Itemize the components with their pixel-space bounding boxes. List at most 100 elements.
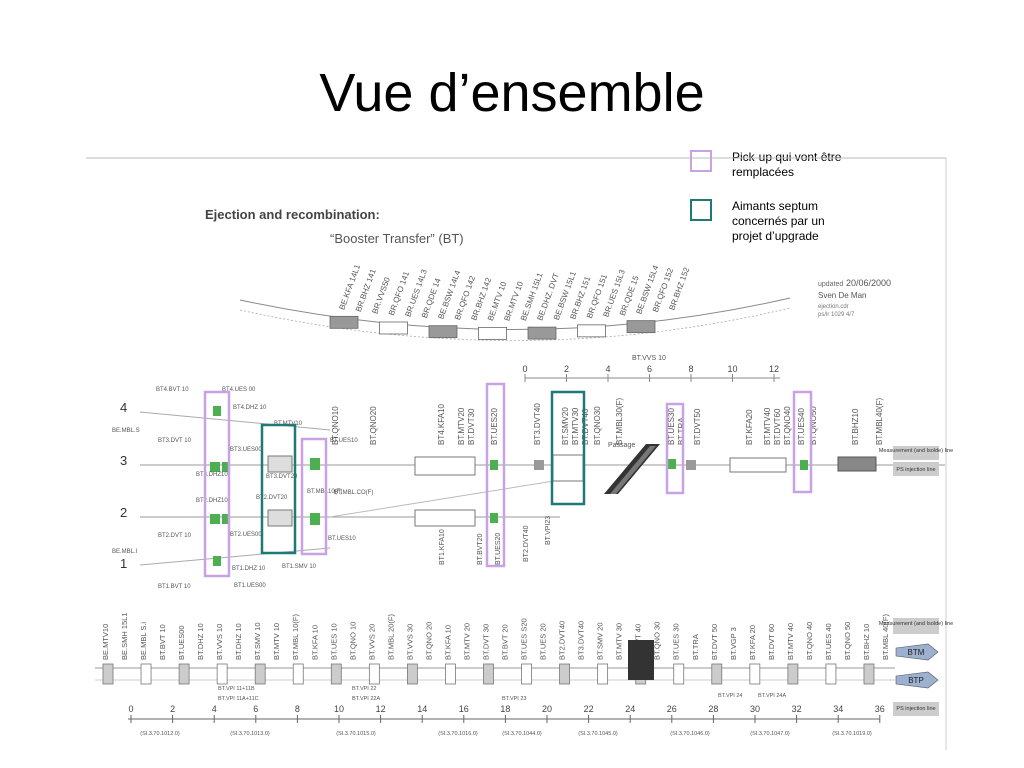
bottom-label: BT.DHZ 10 — [196, 623, 205, 660]
pickup-highlight-ues40 — [792, 390, 813, 494]
bottom-component — [787, 663, 799, 685]
mid-label: BT.VVS 10 — [632, 355, 666, 362]
updated-date: 20/06/2000 — [846, 278, 891, 288]
upper-label: BT.QNO50 — [809, 406, 818, 445]
arc-magnet — [428, 325, 458, 339]
bottom-component — [254, 663, 266, 685]
bottom-label: BT.BVT 10 — [158, 624, 167, 660]
scan-heading: Ejection and recombination: — [205, 207, 380, 222]
left-label: BT3.DVT20 — [266, 474, 298, 480]
scale-bottom-label: 30 — [750, 704, 760, 714]
legend-pickup-line2: remplacées — [732, 165, 795, 179]
bottom-label: BT.UES 20 — [539, 623, 548, 660]
scale-bottom-label: 2 — [170, 704, 175, 714]
legend-pickup-swatch — [690, 150, 712, 172]
legend-septum-swatch — [690, 199, 712, 221]
ring-number: 2 — [120, 505, 127, 520]
arrow-btp: BTP — [908, 676, 924, 685]
bottom-label: BT.SMV 20 — [596, 622, 605, 660]
scale-bottom-label: 20 — [542, 704, 552, 714]
left-label: BT1.SMV 10 — [282, 564, 317, 570]
bottom-label: BT.KFA 10 — [310, 625, 319, 660]
ring-number: 1 — [120, 556, 127, 571]
bottom-component — [711, 663, 723, 685]
upper-label: BT.MBL30(F) — [615, 398, 624, 445]
bottom-component — [140, 663, 152, 685]
arrow-btm: BTM — [908, 648, 925, 657]
mid-label: Passage — [608, 442, 635, 449]
arc-magnet — [626, 320, 656, 334]
upper-label: BT.TRA — [677, 417, 686, 445]
reference-code: (SI.3.70.1019.0) — [832, 731, 872, 737]
bottom-label: BT.VVS 30 — [405, 624, 414, 660]
bottom-label: BT.UES 40 — [824, 623, 833, 660]
scale-bottom-label: 26 — [667, 704, 677, 714]
reference-code: (SI.3.70.1013.0) — [230, 731, 270, 737]
bottom-label: BT.MBL 40(F) — [881, 614, 890, 660]
bottom-label: BT.UES 30 — [672, 623, 681, 660]
ring-number: 4 — [120, 400, 127, 415]
reference-code: (SI.3.70.1015.0) — [336, 731, 376, 737]
bottom-label: BT.DVT 50 — [710, 624, 719, 660]
bottom-component — [863, 663, 875, 685]
left-label: BT3.UES00 — [230, 447, 262, 453]
left-label: BT2.DVT20 — [256, 495, 288, 501]
left-label: BT1.UES00 — [234, 583, 266, 589]
arc-magnet — [379, 321, 408, 335]
reference-code: (SI.3.70.1016.0) — [438, 731, 478, 737]
arc-magnet — [577, 324, 606, 338]
scale-bottom-label: 12 — [376, 704, 386, 714]
bottom-label: BT.VVS 10 — [215, 624, 224, 660]
legend-pickup-line1: Pick-up qui vont être — [732, 150, 842, 164]
left-label: BE.MBL.S — [112, 428, 140, 434]
mid-label: BT2.DVT40 — [523, 525, 530, 562]
left-label: BT.MBL.CO(F) — [334, 490, 373, 496]
arc-magnet — [527, 326, 557, 340]
upper-label: BT.SMV20 — [561, 407, 570, 445]
vacuum-label: BT.VPI 22 — [352, 686, 376, 692]
legend-septum-line3: projet d’upgrade — [732, 229, 819, 243]
bottom-label: BT.UES 10 — [329, 623, 338, 660]
septum-highlight-smv20 — [550, 390, 586, 506]
bottom-label: BT.SMV 10 — [253, 622, 262, 660]
right-box-3: Measurement (and Isolde) line — [879, 621, 953, 627]
scale-bottom-label: 0 — [128, 704, 133, 714]
mid-label: BT.BVT20 — [477, 533, 484, 565]
upper-label: BT3.DVT40 — [533, 403, 542, 445]
left-label: BT4.BVT 10 — [156, 387, 189, 393]
bottom-label: BE.SMH 15L1 — [120, 612, 129, 660]
left-label: BT4.DHZ 10 — [233, 405, 267, 411]
scale-bottom-label: 14 — [417, 704, 427, 714]
vacuum-label: BT.VPI 24A — [758, 693, 786, 699]
scale-bottom-label: 8 — [295, 704, 300, 714]
upper-label: BT.MBL40(F) — [875, 398, 884, 445]
vacuum-label: BT.VPI 11+11B — [218, 686, 255, 692]
left-label: BT3.DVT 10 — [158, 438, 192, 444]
bottom-label: BT.UES00 — [177, 625, 186, 660]
septum-highlight-smv10 — [260, 423, 297, 555]
left-label: BT4.UES 00 — [222, 387, 256, 393]
scale-bottom-label: 34 — [833, 704, 843, 714]
left-label: BT1.BVT 10 — [158, 584, 191, 590]
upper-label: BT.QNO30 — [593, 406, 602, 445]
mid-label: BT.VPI23 — [545, 516, 552, 545]
legend-septum-line1: Aimants septum — [732, 199, 819, 213]
legend-pickup-label: Pick-up qui vont être remplacées — [732, 150, 841, 180]
bottom-component — [749, 663, 761, 685]
upper-label: BT.DVT50 — [693, 408, 702, 445]
bottom-component — [368, 663, 380, 685]
bottom-label: BT.QNO 50 — [843, 622, 852, 660]
arc-magnet — [478, 326, 507, 340]
left-label: BT3.DHZ10 — [196, 472, 228, 478]
scale-bottom-label: 18 — [500, 704, 510, 714]
bottom-component — [559, 663, 570, 685]
bottom-label: BT.QNO 30 — [653, 622, 662, 660]
upper-label: BT.MTV40 — [763, 407, 772, 445]
scale-bottom-label: 24 — [625, 704, 635, 714]
